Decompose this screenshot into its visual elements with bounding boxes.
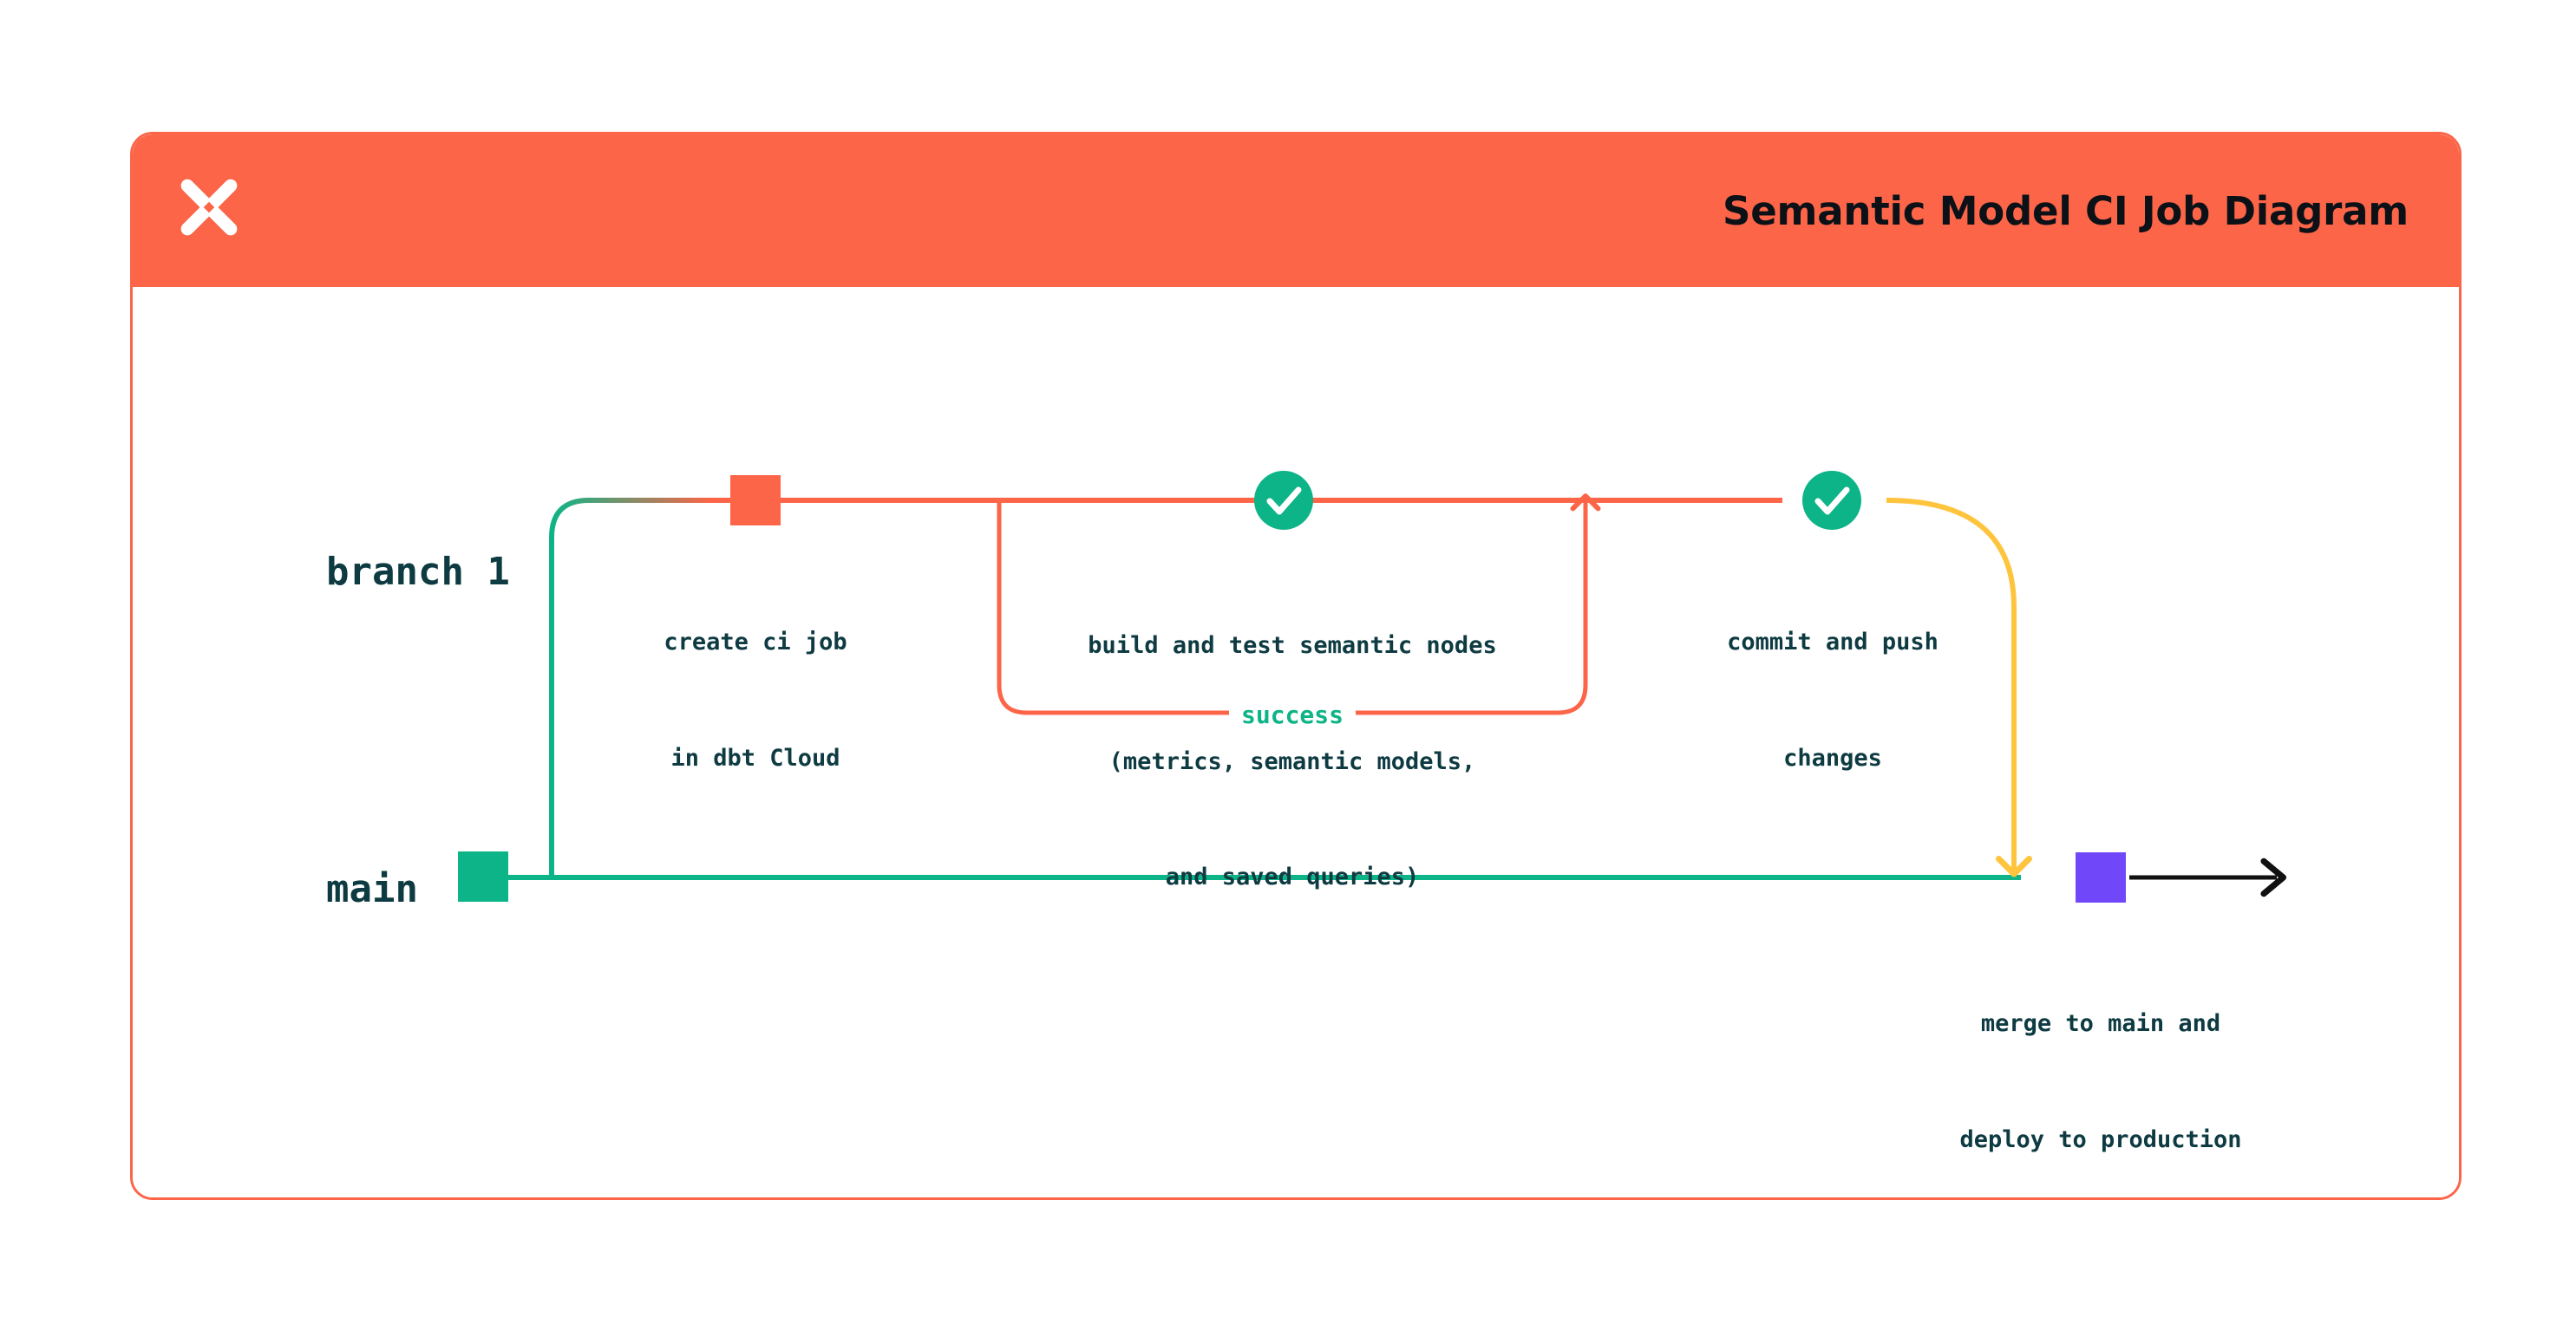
page-title: Semantic Model CI Job Diagram [1723,187,2409,234]
caption-line: commit and push [1727,629,1939,656]
caption-line: changes [1783,744,1882,772]
card-body [133,287,2459,1197]
caption-line: build and test semantic nodes [1088,632,1497,660]
caption-line: create ci job [664,629,847,656]
dbt-logo-icon [173,174,245,247]
caption-merge-to-main: merge to main and deploy to production [1959,928,2241,1236]
caption-line: (metrics, semantic models, [1108,747,1476,775]
lane-label-branch-1: branch 1 [326,550,510,594]
edge-label-success: success [1228,701,1357,729]
lane-label-main: main [326,867,418,911]
diagram-card: Semantic Model CI Job Diagram [130,132,2462,1200]
caption-line: in dbt Cloud [670,744,840,772]
card-header: Semantic Model CI Job Diagram [133,134,2459,287]
caption-build-and-test: build and test semantic nodes (metrics, … [1088,550,1496,975]
caption-line: and saved queries) [1165,864,1420,891]
caption-create-ci-job: create ci job in dbt Cloud [664,546,847,855]
caption-commit-and-push: commit and push changes [1727,546,1939,855]
caption-line: merge to main and [1980,1010,2221,1038]
caption-line: deploy to production [1959,1125,2242,1153]
